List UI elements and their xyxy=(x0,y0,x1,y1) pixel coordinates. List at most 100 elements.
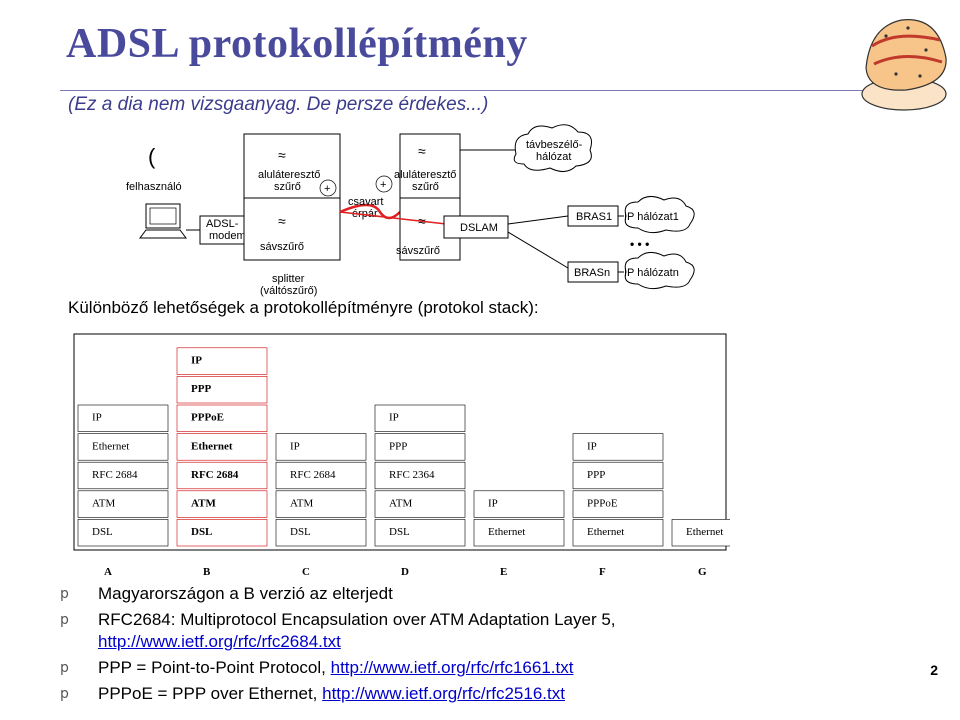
stack-layer-cell xyxy=(176,433,268,461)
stack-column-label: A xyxy=(104,566,112,578)
bullet-text: PPP = Point-to-Point Protocol, xyxy=(98,658,331,677)
stack-layer-label: IP xyxy=(488,498,498,510)
stack-layer-cell xyxy=(374,433,466,461)
stack-layer-label: DSL xyxy=(191,526,212,538)
bras1-label: BRAS1 xyxy=(576,211,612,223)
lowpass-filter-2-label-2: szűrő xyxy=(412,181,439,193)
stack-layer-cell xyxy=(374,404,466,432)
stack-layer-label: ATM xyxy=(389,498,412,510)
stack-layer-label: IP xyxy=(92,412,102,424)
stack-column-label: F xyxy=(599,566,606,578)
stack-layer-label: RFC 2684 xyxy=(191,469,239,481)
phone-network-cloud xyxy=(513,124,592,172)
stack-layer-cell xyxy=(275,461,367,490)
ip-network-1-label: IP hálózat1 xyxy=(624,211,679,223)
laptop-icon xyxy=(139,203,187,239)
stack-column-label: B xyxy=(203,566,211,578)
modem-label-2: modem xyxy=(209,230,246,242)
stack-layer-label: Ethernet xyxy=(191,440,233,452)
stack-layer-label: IP xyxy=(389,412,399,424)
stack-layer-cell xyxy=(176,347,268,375)
splitter-box-2 xyxy=(399,133,461,261)
ip-network-1-cloud xyxy=(624,196,695,234)
stack-layer-cell xyxy=(671,519,730,547)
twisted-pair-label-2: érpár xyxy=(352,208,378,220)
stack-layer-label: IP xyxy=(191,355,202,367)
stack-layer-cell xyxy=(77,490,169,518)
stack-column-label: D xyxy=(401,566,409,578)
stack-layer-cell xyxy=(77,404,169,432)
lowpass-filter-1-label-1: aluláteresztő xyxy=(258,169,320,181)
stack-layer-cell xyxy=(77,461,169,490)
lowpass-filter-2-label-1: aluláteresztő xyxy=(394,169,456,181)
dslam-box xyxy=(443,215,509,239)
stack-layer-label: PPP xyxy=(389,440,407,452)
stack-layer-label: IP xyxy=(290,440,300,452)
stack-layer-label: IP xyxy=(587,440,597,452)
splitter-label-2: (váltószűrő) xyxy=(260,285,317,297)
stack-layer-label: DSL xyxy=(92,526,113,538)
stack-layer-label: Ethernet xyxy=(587,526,624,538)
stack-column-label: E xyxy=(500,566,507,578)
dslam-label: DSLAM xyxy=(460,222,498,234)
stack-layer-cell xyxy=(572,433,664,461)
stack-layer-label: Ethernet xyxy=(488,526,525,538)
bullet-item: p PPP = Point-to-Point Protocol, http://… xyxy=(60,657,890,679)
stack-layer-cell xyxy=(77,519,169,547)
splitter-label-1: splitter xyxy=(272,273,305,285)
twisted-pair-cable xyxy=(339,203,401,220)
stack-layer-label: DSL xyxy=(389,526,410,538)
stack-layer-label: RFC 2364 xyxy=(389,469,435,481)
section-heading: Különböző lehetőségek a protokollépítmén… xyxy=(68,298,539,317)
open-parenthesis: ( xyxy=(148,144,156,169)
bandpass-filter-2-label: sávszűrő xyxy=(396,245,440,257)
stack-layer-label: RFC 2684 xyxy=(290,469,336,481)
stack-layer-label: PPP xyxy=(587,469,605,481)
ip-network-n-cloud xyxy=(624,252,695,290)
slide-subtitle: (Ez a dia nem vizsgaanyag. De persze érd… xyxy=(68,94,489,115)
stack-layer-label: PPPoE xyxy=(191,412,224,424)
twisted-pair-label-1: csavart xyxy=(348,196,383,208)
lowpass-filter-1-symbol: ≈ xyxy=(278,147,286,163)
bullet-item: p RFC2684: Multiprotocol Encapsulation o… xyxy=(60,609,890,653)
stack-layer-label: ATM xyxy=(290,498,313,510)
bullet-marker: p xyxy=(60,586,69,602)
stack-layer-label: Ethernet xyxy=(92,440,129,452)
stack-column-label: C xyxy=(302,566,310,578)
stack-layer-cell xyxy=(275,519,367,547)
page-number: 2 xyxy=(930,662,938,678)
rfc2516-link[interactable]: http://www.ietf.org/rfc/rfc2516.txt xyxy=(322,684,565,703)
stack-layer-label: RFC 2684 xyxy=(92,469,138,481)
stack-layer-cell xyxy=(176,519,268,547)
title-divider xyxy=(60,90,880,91)
bandpass-filter-1-label: sávszűrő xyxy=(260,241,304,253)
stack-layer-label: DSL xyxy=(290,526,311,538)
stack-layer-cell xyxy=(176,404,268,432)
rfc2684-link[interactable]: http://www.ietf.org/rfc/rfc2684.txt xyxy=(98,632,341,651)
bullet-text: PPPoE = PPP over Ethernet, xyxy=(98,684,323,703)
slide-title: ADSL protokollépítmény xyxy=(66,21,528,67)
clipart-illustration xyxy=(861,19,947,111)
brasn-label: BRASn xyxy=(574,267,610,279)
stack-layer-cell xyxy=(473,519,565,547)
phone-network-label-1: távbeszélő- xyxy=(526,139,583,151)
stack-layer-label: PPPoE xyxy=(587,498,618,510)
user-label: felhasználó xyxy=(126,181,182,193)
stack-layer-cell xyxy=(275,490,367,518)
stack-layer-label: ATM xyxy=(92,498,115,510)
splitter-box-1 xyxy=(243,133,341,261)
modem-label-1: ADSL- xyxy=(206,218,239,230)
stack-layer-cell xyxy=(572,490,664,518)
bullet-list: p Magyarországon a B verzió az elterjedt… xyxy=(60,583,890,709)
stack-layer-cell xyxy=(275,433,367,461)
bullet-marker: p xyxy=(60,660,69,676)
bullet-item: p Magyarországon a B verzió az elterjedt xyxy=(60,583,890,605)
lowpass-filter-2-symbol: ≈ xyxy=(418,143,426,159)
stack-layer-cell xyxy=(374,519,466,547)
stack-layer-cell xyxy=(176,461,268,490)
adsl-network-diagram: felhasználó ADSL- modem ≈ aluláteresztő … xyxy=(126,124,695,297)
bullet-marker: p xyxy=(60,686,69,702)
lowpass-filter-1-label-2: szűrő xyxy=(274,181,301,193)
rfc1661-link[interactable]: http://www.ietf.org/rfc/rfc1661.txt xyxy=(330,658,574,677)
bullet-marker: p xyxy=(60,612,69,628)
